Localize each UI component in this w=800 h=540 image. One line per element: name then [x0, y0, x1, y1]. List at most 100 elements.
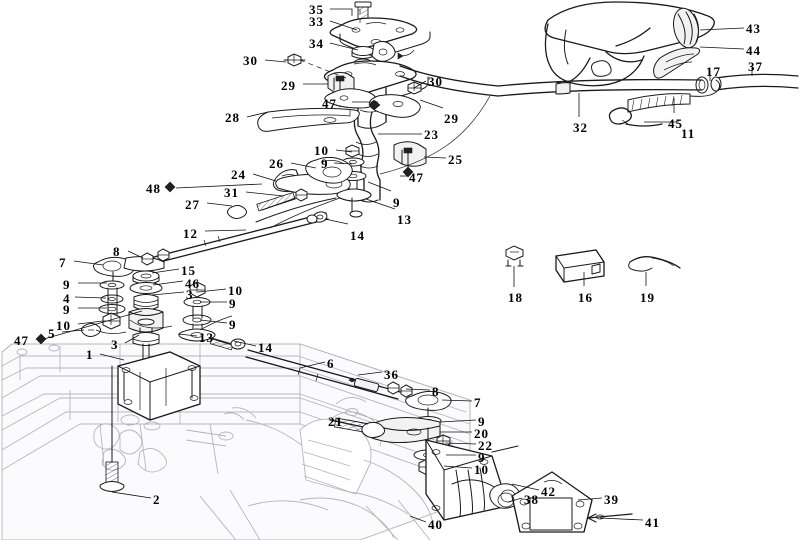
leader-9: [333, 162, 353, 165]
callout-25: 25: [448, 152, 463, 167]
leader-30: [264, 59, 287, 63]
callout-2: 2: [153, 492, 161, 507]
leader-7: [73, 260, 104, 266]
part-48-marker: [164, 181, 176, 193]
callout-12: 12: [183, 226, 198, 241]
callout-34: 34: [309, 36, 324, 51]
callout-22: 22: [478, 438, 493, 453]
callout-43: 43: [746, 21, 761, 36]
callout-24: 24: [231, 167, 246, 182]
part-31-27-bolt: [227, 188, 308, 219]
callout-45: 45: [668, 116, 683, 131]
callout-6: 6: [327, 356, 335, 371]
leader-22: [444, 442, 477, 445]
part-24-26-pitman-arm: [272, 156, 353, 195]
callout-31: 31: [224, 185, 239, 200]
leader-13: [365, 198, 396, 210]
callout-47: 47: [322, 96, 337, 111]
callout-40: 40: [428, 517, 443, 532]
callout-9: 9: [393, 195, 401, 210]
part-41-pin: [587, 513, 633, 523]
steering-column-assembly: [255, 1, 431, 223]
callout-9: 9: [478, 450, 486, 465]
leader-24: [252, 173, 277, 182]
leader-14: [324, 218, 349, 225]
leader-46: [152, 280, 184, 286]
callout-1: 1: [86, 347, 94, 362]
part-12-tie-rod: [147, 211, 329, 265]
part-left-steering-stack: [81, 248, 170, 337]
leader-13: [177, 333, 198, 337]
callout-33: 33: [309, 14, 324, 29]
callout-10: 10: [474, 462, 489, 477]
callout-47: 47: [409, 170, 424, 185]
leader-6: [299, 361, 326, 369]
part-40-bellows: [425, 439, 522, 521]
callout-14: 14: [258, 340, 273, 355]
callout-7: 7: [59, 255, 67, 270]
part-28-u-bracket: [257, 107, 360, 132]
callout-48: 48: [146, 181, 161, 196]
construction-lines: [95, 49, 491, 334]
leader-41: [599, 517, 644, 521]
leader-28: [246, 111, 269, 118]
leader-12: [204, 229, 247, 232]
callout-8: 8: [432, 384, 440, 399]
callout-29: 29: [444, 111, 459, 126]
callout-46: 46: [185, 276, 200, 291]
callout-36: 36: [384, 367, 399, 382]
callout-9: 9: [229, 296, 237, 311]
callout-23: 23: [424, 127, 439, 142]
part-16-module: [555, 249, 605, 283]
leader-9: [199, 319, 228, 324]
part-43-cover: [544, 1, 715, 87]
leader-43: [699, 27, 745, 31]
part-32-handlebar-left: [399, 65, 703, 97]
callout-37: 37: [748, 59, 763, 74]
callout-38: 38: [524, 492, 539, 507]
leader-36: [357, 371, 383, 376]
leader-27: [206, 202, 233, 207]
leader-48: [175, 183, 263, 189]
callout-11: 11: [681, 126, 696, 141]
callout-10: 10: [56, 318, 71, 333]
callout-42: 42: [541, 484, 556, 499]
callout-39: 39: [604, 492, 619, 507]
part-center-stack: [99, 270, 201, 492]
callout-9: 9: [63, 302, 71, 317]
part-39-bracket: [511, 471, 593, 533]
part-18-fitting: [505, 245, 524, 267]
leader-8: [405, 388, 431, 391]
callout-9: 9: [63, 277, 71, 292]
callout-41: 41: [645, 515, 660, 530]
leader-40: [409, 515, 427, 523]
leader-31: [245, 191, 284, 197]
leader-4: [74, 296, 107, 299]
part-45-spring: [627, 79, 721, 113]
callout-9: 9: [321, 156, 329, 171]
callout-10: 10: [314, 143, 329, 158]
callout-3: 3: [111, 337, 119, 352]
callout-30: 30: [243, 53, 258, 68]
callout-29: 29: [281, 78, 296, 93]
leader-10: [443, 465, 473, 469]
leader-33: [329, 20, 358, 31]
leader-9: [367, 181, 392, 192]
callout-30: 30: [428, 74, 443, 89]
callout-32: 32: [573, 120, 588, 135]
callout-17: 17: [706, 64, 721, 79]
callout-14: 14: [350, 228, 365, 243]
leader-34: [329, 42, 359, 51]
leader-15: [151, 268, 180, 274]
leader-29: [419, 99, 444, 109]
callout-9: 9: [478, 414, 486, 429]
leader-10: [335, 149, 353, 153]
callout-5: 5: [48, 326, 56, 341]
part-47-marker-c: [35, 333, 47, 345]
leader-3: [124, 334, 140, 344]
part-11-cable-tie: [608, 107, 663, 127]
leader-35: [330, 8, 353, 16]
leader-30: [413, 80, 427, 89]
callout-27: 27: [185, 197, 200, 212]
